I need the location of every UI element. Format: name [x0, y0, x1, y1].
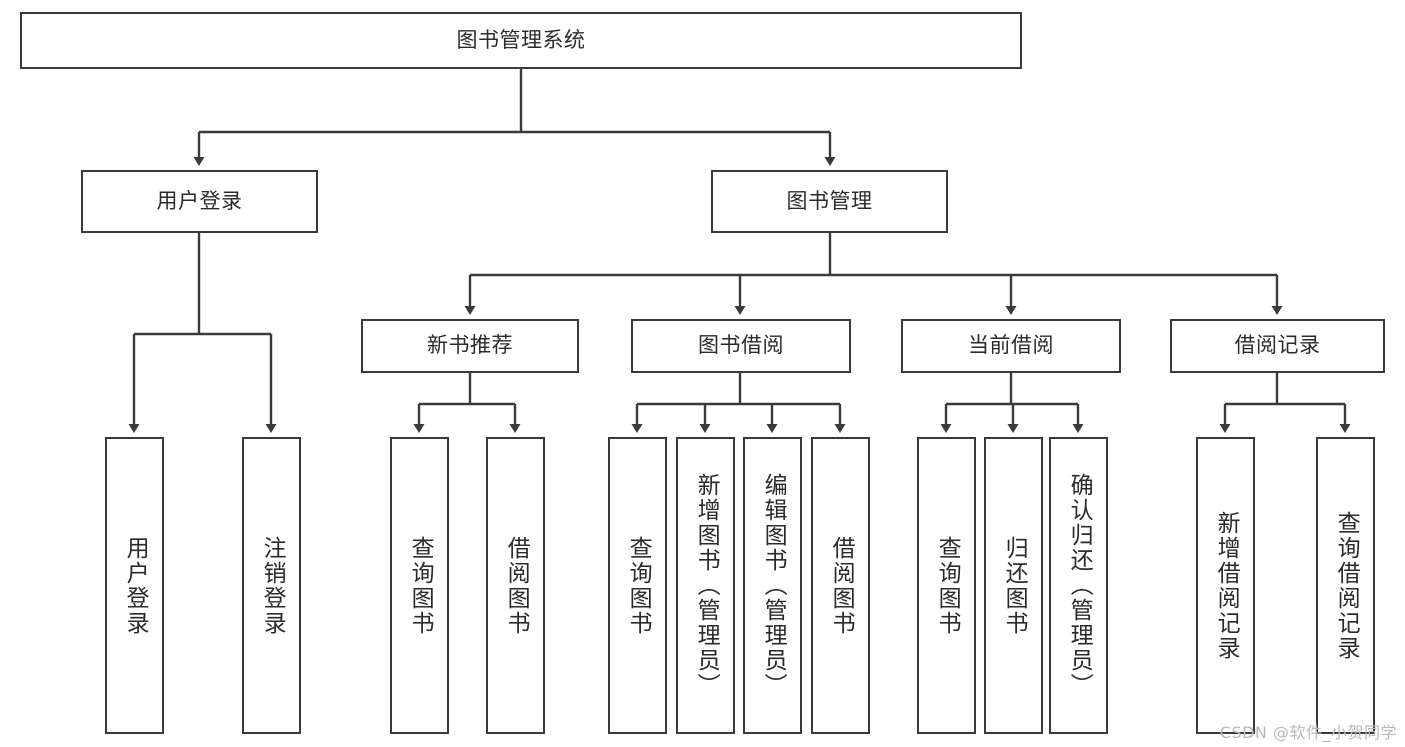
watermark-text: CSDN @软件_小贺同学	[1219, 723, 1397, 742]
node-root-system[interactable]: 图书管理系统	[20, 12, 1022, 69]
node-label: 注销登录	[259, 535, 286, 636]
node-label: 用户登录	[156, 188, 243, 213]
node-label: 确认归还（管理员）	[1066, 473, 1093, 698]
node-label: 用户登录	[122, 535, 149, 636]
node-label: 查询图书	[407, 535, 434, 636]
leaf-borrow-borrow-book[interactable]: 借阅图书	[811, 437, 870, 734]
node-label: 编辑图书（管理员）	[760, 473, 787, 698]
node-label: 当前借阅	[968, 333, 1054, 358]
node-label: 图书管理	[786, 188, 873, 213]
node-label: 新增图书（管理员）	[693, 473, 720, 698]
node-user-login[interactable]: 用户登录	[81, 170, 318, 233]
leaf-record-add-record[interactable]: 新增借阅记录	[1196, 437, 1255, 734]
leaf-record-query-record[interactable]: 查询借阅记录	[1316, 437, 1375, 734]
node-label: 借阅记录	[1234, 333, 1321, 358]
leaf-borrow-query-book[interactable]: 查询图书	[608, 437, 667, 734]
node-borrow-record[interactable]: 借阅记录	[1170, 319, 1385, 373]
node-label: 查询图书	[934, 535, 961, 636]
node-label: 借阅图书	[503, 535, 530, 636]
node-label: 查询图书	[625, 535, 652, 636]
node-current-borrow[interactable]: 当前借阅	[901, 319, 1121, 373]
leaf-current-confirm-return-admin[interactable]: 确认归还（管理员）	[1049, 437, 1108, 734]
leaf-current-return-book[interactable]: 归还图书	[984, 437, 1043, 734]
leaf-recommend-query-book[interactable]: 查询图书	[390, 437, 449, 734]
node-label: 图书管理系统	[456, 27, 586, 52]
leaf-borrow-add-book-admin[interactable]: 新增图书（管理员）	[676, 437, 735, 734]
node-label: 归还图书	[1001, 535, 1028, 636]
node-new-book-recommend[interactable]: 新书推荐	[361, 319, 579, 373]
leaf-user-login-signin[interactable]: 用户登录	[105, 437, 164, 734]
node-label: 新增借阅记录	[1213, 510, 1240, 661]
leaf-user-login-signout[interactable]: 注销登录	[242, 437, 301, 734]
leaf-recommend-borrow-book[interactable]: 借阅图书	[486, 437, 545, 734]
node-book-management[interactable]: 图书管理	[711, 170, 948, 233]
node-label: 借阅图书	[828, 535, 855, 636]
node-label: 查询借阅记录	[1333, 510, 1360, 661]
leaf-current-query-book[interactable]: 查询图书	[917, 437, 976, 734]
node-label: 图书借阅	[698, 333, 784, 358]
node-book-borrow[interactable]: 图书借阅	[631, 319, 851, 373]
node-label: 新书推荐	[427, 333, 513, 358]
leaf-borrow-edit-book-admin[interactable]: 编辑图书（管理员）	[743, 437, 802, 734]
